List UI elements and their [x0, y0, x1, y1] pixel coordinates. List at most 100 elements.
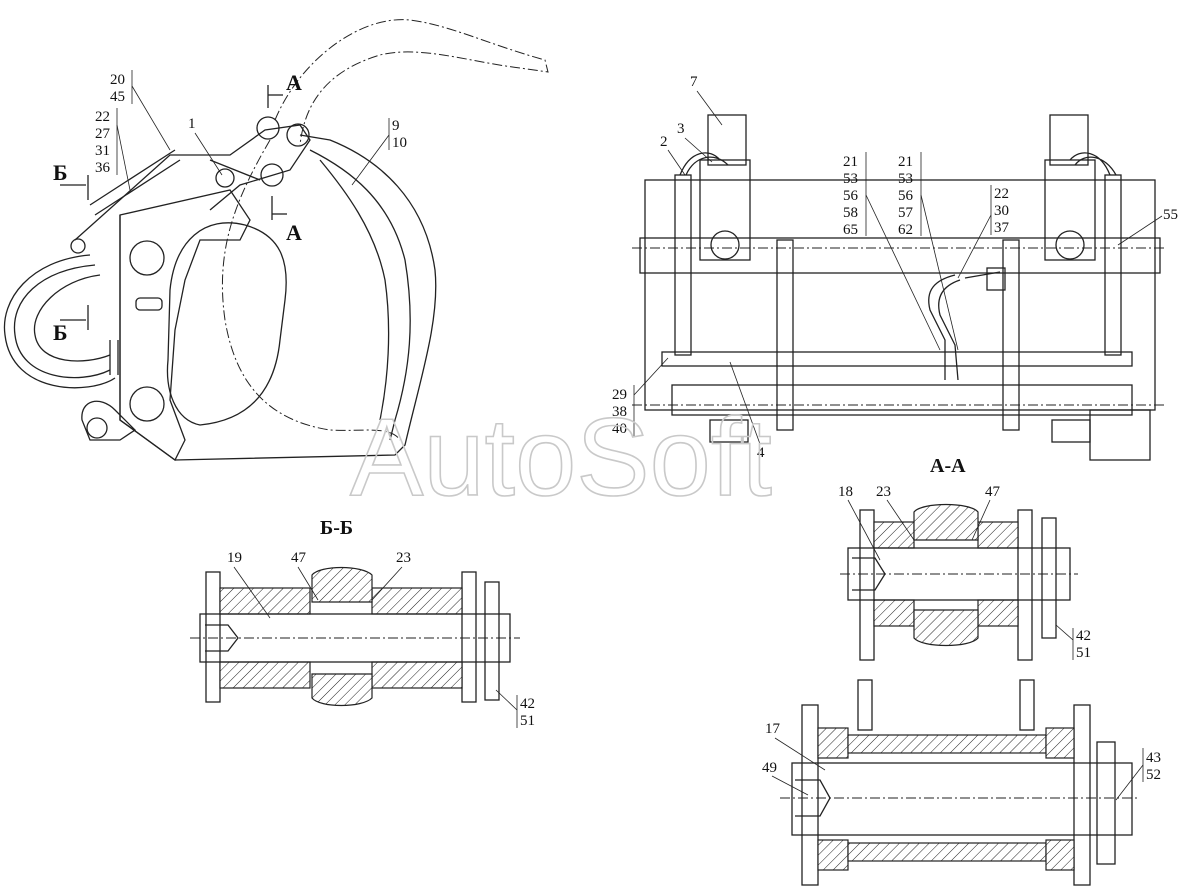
- svg-text:23: 23: [876, 484, 891, 500]
- callout-23-bb: 23: [371, 550, 411, 601]
- center-post-right: [1002, 239, 1020, 431]
- svg-text:43: 43: [1146, 750, 1161, 766]
- bb-pin-head: [205, 624, 239, 652]
- tine-open-position: [274, 19, 549, 146]
- callout-9-10: 9 10: [351, 118, 407, 186]
- pivot-c: [260, 163, 284, 187]
- frame-box: [644, 179, 1156, 411]
- svg-text:52: 52: [1146, 767, 1161, 783]
- section-aa: А-А 18 23 47 42 51: [838, 455, 1091, 661]
- callout-47-bb: 47: [291, 550, 319, 601]
- svg-text:49: 49: [762, 760, 777, 776]
- lower-top-rib-right: [1019, 679, 1035, 731]
- svg-text:20: 20: [110, 72, 125, 88]
- svg-text:18: 18: [838, 484, 853, 500]
- aa-sleeve-tl: [873, 521, 915, 549]
- callout-7: 7: [690, 74, 723, 126]
- svg-text:19: 19: [227, 550, 242, 566]
- callout-42-51-aa: 42 51: [1055, 624, 1091, 661]
- lower-left-flange: [801, 704, 819, 886]
- aa-left-flange: [859, 509, 875, 661]
- aa-sleeve-br: [977, 599, 1019, 627]
- section-lower: 17 49 43 52: [762, 679, 1161, 886]
- svg-text:65: 65: [843, 222, 858, 238]
- svg-text:29: 29: [612, 387, 627, 403]
- callout-2: 2: [660, 134, 686, 176]
- bb-sleeve-bottom-left: [219, 661, 311, 689]
- right-foot-block: [1089, 409, 1151, 461]
- aa-pin-head: [852, 557, 886, 591]
- section-bb-title: Б-Б: [320, 517, 353, 539]
- bottom-plate: [671, 384, 1133, 416]
- mount-hole-upper: [129, 240, 165, 276]
- lower-pin-head: [795, 779, 831, 817]
- svg-text:55: 55: [1163, 207, 1178, 223]
- callout-22-30-37: 22 30 37: [957, 185, 1010, 279]
- svg-text:42: 42: [520, 696, 535, 712]
- svg-text:1: 1: [188, 116, 196, 132]
- right-cylinder: [1104, 174, 1122, 356]
- center-hoses: [928, 271, 1001, 381]
- lower-boss-tr: [1045, 727, 1075, 759]
- svg-text:37: 37: [994, 220, 1010, 236]
- svg-text:38: 38: [612, 404, 627, 420]
- left-foot: [709, 419, 749, 443]
- svg-text:7: 7: [690, 74, 698, 90]
- bb-left-flange: [205, 571, 221, 703]
- svg-text:40: 40: [612, 421, 627, 437]
- left-bracket: [699, 159, 751, 261]
- section-mark-b-bottom: Б: [53, 305, 89, 345]
- bb-cotter: [484, 581, 500, 701]
- lower-tube-bottom: [847, 842, 1047, 862]
- callout-47-aa: 47: [971, 484, 1001, 541]
- svg-text:47: 47: [291, 550, 307, 566]
- callout-19: 19: [227, 550, 271, 619]
- svg-text:42: 42: [1076, 628, 1091, 644]
- bucket-outline: [119, 134, 437, 461]
- lower-cotter: [1096, 741, 1116, 865]
- callout-29-38-40: 29 38 40: [612, 357, 669, 437]
- svg-text:36: 36: [95, 160, 111, 176]
- lug-plate: [81, 400, 137, 441]
- svg-text:51: 51: [1076, 645, 1091, 661]
- callout-43-52: 43 52: [1115, 748, 1161, 801]
- left-pin: [710, 230, 740, 260]
- slot: [135, 297, 163, 311]
- section-mark-a-top: А: [267, 70, 302, 108]
- valve-block: [986, 267, 1006, 291]
- lower-boss-tl: [817, 727, 849, 759]
- svg-text:47: 47: [985, 484, 1001, 500]
- side-plate: [119, 189, 251, 461]
- svg-text:53: 53: [843, 171, 858, 187]
- svg-text:57: 57: [898, 205, 914, 221]
- svg-text:Б: Б: [53, 160, 68, 185]
- aa-hub-top: [913, 503, 979, 541]
- callout-55: 55: [1117, 207, 1178, 246]
- left-cylinder: [674, 174, 692, 356]
- svg-text:Б: Б: [53, 320, 68, 345]
- svg-text:10: 10: [392, 135, 407, 151]
- lower-pin: [791, 762, 1133, 836]
- lower-bar: [661, 351, 1133, 367]
- linkage-bar: [209, 159, 261, 181]
- aa-hub-bottom: [913, 609, 979, 647]
- side-view: А А Б Б 20 45 22 27 31 36: [3, 19, 549, 461]
- bb-hub-bottom: [311, 673, 373, 707]
- bb-hub-top: [311, 566, 373, 603]
- svg-text:21: 21: [898, 154, 913, 170]
- svg-text:31: 31: [95, 143, 110, 159]
- tine-closed: [309, 149, 411, 441]
- callout-21-53-56-57-62: 21 53 56 57 62: [898, 152, 959, 351]
- bb-sleeve-top-left: [219, 587, 311, 615]
- svg-text:62: 62: [898, 222, 913, 238]
- callout-23-aa: 23: [876, 484, 915, 541]
- linkage-arm: [74, 124, 311, 241]
- aa-sleeve-bl: [873, 599, 915, 627]
- callout-42-51-bb: 42 51: [495, 689, 535, 729]
- lower-top-rib-left: [857, 679, 873, 731]
- callout-3: 3: [677, 121, 713, 163]
- pivot-b: [286, 123, 310, 147]
- right-hose-top: [1069, 152, 1117, 176]
- svg-text:17: 17: [765, 721, 781, 737]
- section-bb: Б-Б 19 47 23 42 51: [190, 517, 535, 729]
